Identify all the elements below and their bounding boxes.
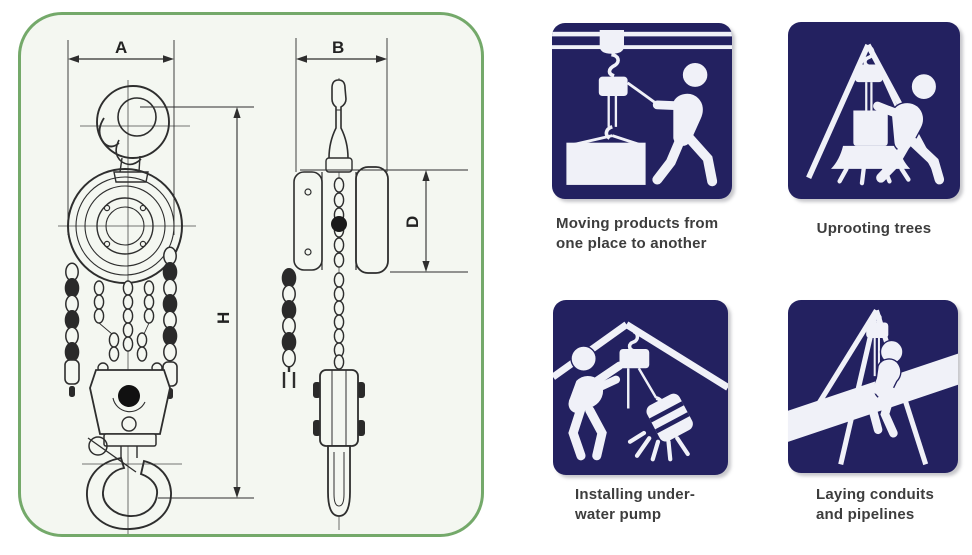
usage-caption-laying-pipelines: Laying conduits and pipelines xyxy=(816,486,935,523)
side-view-drawing xyxy=(281,38,468,530)
hand-chain-side xyxy=(281,268,297,388)
hoist-dimension-drawing: A B H D xyxy=(58,38,468,534)
bottom-hook-side xyxy=(327,445,351,517)
front-view-drawing xyxy=(58,40,254,534)
dimension-H xyxy=(140,106,254,499)
hoist-body-side xyxy=(293,157,389,274)
usage-tile-uprooting-trees xyxy=(788,22,960,199)
dimension-B xyxy=(295,38,388,172)
top-hook-side xyxy=(328,79,349,171)
bottom-hook-block-front xyxy=(89,362,171,447)
usage-caption-moving-products: Moving products from one place to anothe… xyxy=(556,215,719,252)
load-chain-side xyxy=(333,272,345,370)
usage-caption-uprooting-trees: Uprooting trees xyxy=(816,220,932,237)
load-chain-front xyxy=(93,280,155,362)
dim-label-D: D xyxy=(403,216,422,228)
dim-label-H: H xyxy=(214,312,233,324)
dim-label-A: A xyxy=(115,38,127,57)
bottom-hook-block-side xyxy=(313,369,365,447)
dimension-D xyxy=(300,169,468,273)
roof-hoist-pump-worker-icon xyxy=(553,321,728,462)
bottom-hook-front xyxy=(86,436,172,530)
hand-chain-front xyxy=(64,246,178,399)
hoist-technical-drawing-panel: A B H D xyxy=(18,12,484,537)
usage-caption-installing-pump: Installing under- water pump xyxy=(575,486,696,523)
tripod-hoist-pipeline-worker-icon xyxy=(788,308,958,466)
usage-tile-installing-pump xyxy=(553,300,728,475)
usage-tile-laying-pipelines xyxy=(788,300,958,473)
dimension-A xyxy=(67,40,175,235)
tripod-hoist-stump-worker-icon xyxy=(806,43,945,186)
hoist-beam-crate-worker-icon xyxy=(552,30,732,187)
usage-tile-moving-products xyxy=(552,23,732,199)
top-hook-front xyxy=(96,85,170,183)
dim-label-B: B xyxy=(332,38,344,57)
